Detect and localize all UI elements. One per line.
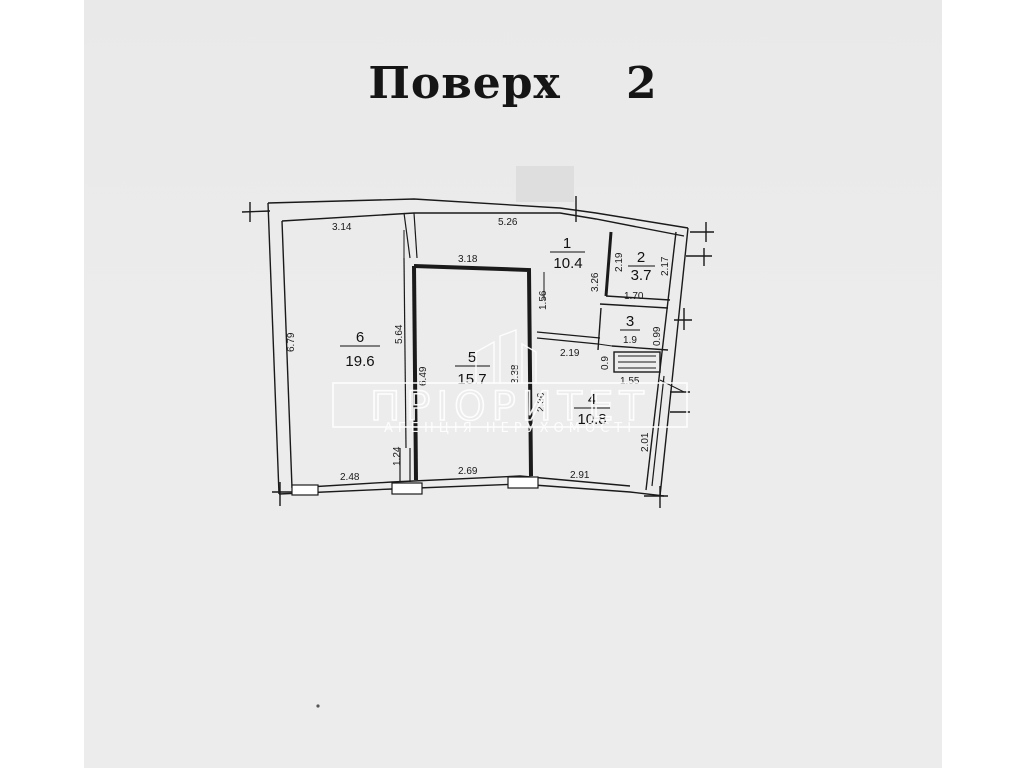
room-2-area: 3.7 [631, 267, 652, 284]
room-6-area: 19.6 [345, 353, 374, 370]
left-margin [0, 0, 84, 768]
room-3-number: 3 [626, 313, 634, 330]
dim-left-inner: 5.64 [394, 324, 405, 344]
dim-top-mid: 5.26 [498, 217, 518, 228]
dim-room1-left: 3.26 [590, 272, 601, 292]
dim-room3-h: 0.99 [652, 326, 663, 346]
dim-inner-top: 3.18 [458, 254, 478, 265]
dim-bottom-right: 2.91 [570, 470, 590, 481]
watermark-subtitle: АГЕНЦІЯ НЕРУХОМОСТІ [384, 421, 636, 436]
door-marks [403, 230, 685, 393]
dim-room5-left: 6.49 [418, 366, 429, 386]
paper-speck [316, 704, 320, 708]
dim-top-left: 3.14 [332, 222, 352, 233]
dim-pier-h: 1.24 [392, 446, 403, 466]
windows [291, 476, 539, 496]
dim-room2-width: 1.70 [624, 291, 644, 302]
room-5-number: 5 [468, 349, 476, 366]
dim-room2-h2: 2.17 [660, 256, 671, 276]
dim-corridor-h: 1.56 [538, 290, 549, 310]
dim-room3-small: 0.9 [600, 356, 611, 370]
corner-ticks [241, 196, 714, 508]
dim-left-outer: 6.79 [286, 332, 297, 352]
floor-title: Поверх 2 [368, 58, 658, 109]
watermark-logo-icon [475, 328, 537, 384]
dim-bottom-left: 2.48 [340, 472, 360, 483]
room-3-area: 1.9 [623, 335, 637, 346]
dim-bottom-mid: 2.69 [458, 466, 478, 477]
outer-walls [267, 198, 689, 497]
dim-room4-left: 2.36 [536, 392, 547, 412]
dim-room4-top: 2.19 [560, 348, 580, 359]
room-2-number: 2 [637, 249, 645, 266]
interior-walls [399, 212, 671, 487]
plan-sheet: Поверх 2 [84, 0, 942, 768]
dim-right-outer: 2.01 [640, 432, 651, 452]
watermark-title: ПРІОРИТЕТ [370, 384, 650, 430]
room-6-number: 6 [356, 329, 364, 346]
room-1-number: 1 [563, 235, 571, 252]
dim-room2-h1: 2.19 [614, 252, 625, 272]
dim-room4-small: 1.55 [620, 376, 640, 387]
room-labels: 1 10.4 2 3.7 3 1.9 4 10.8 5 15.7 6 19.6 [340, 235, 655, 428]
room-4-number: 4 [588, 391, 596, 408]
room-1-area: 10.4 [553, 255, 582, 272]
right-margin [942, 0, 1024, 768]
watermark-frame [332, 382, 688, 428]
watermark: ПРІОРИТЕТ АГЕНЦІЯ НЕРУХОМОСТІ [332, 328, 688, 436]
scan-smudge [516, 166, 574, 202]
room-4-area: 10.8 [577, 411, 606, 428]
